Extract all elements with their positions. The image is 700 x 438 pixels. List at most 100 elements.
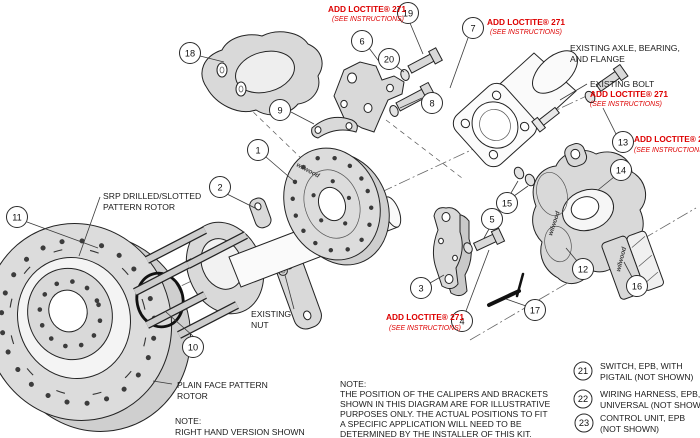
svg-text:14: 14 [616, 165, 626, 175]
epb-caliper [201, 31, 323, 116]
parking-brake-bracket [333, 61, 405, 133]
callout-18: 18 [179, 42, 201, 64]
washer-13 [584, 90, 596, 104]
callout-13: 13 [612, 131, 634, 153]
existing-bolt-part [531, 106, 561, 133]
rotor-hat [283, 147, 390, 266]
plain-rotor-label: PLAIN FACE PATTERN ROTOR [177, 380, 268, 401]
callout-12: 12 [572, 258, 594, 280]
leader-lines [26, 22, 633, 385]
drilled-slotted-rotor [0, 223, 192, 432]
axle-bracket-ear [249, 197, 272, 229]
svg-text:RIGHT HAND VERSION SHOWN: RIGHT HAND VERSION SHOWN [175, 427, 305, 437]
svg-text:CONTROL UNIT, EPB: CONTROL UNIT, EPB [600, 413, 685, 423]
epb-legend-item-21: 21 SWITCH, EPB, WITH PIGTAIL (NOT SHOWN) [573, 361, 694, 382]
svg-text:17: 17 [530, 305, 540, 315]
bolt-19 [407, 47, 443, 74]
svg-text:4: 4 [459, 316, 464, 326]
loctite-note-caliper-bolt: ADD LOCTITE® 271 (SEE INSTRUCTIONS) [634, 134, 700, 154]
loctite-note-bottom-center: ADD LOCTITE® 271 (SEE INSTRUCTIONS) [386, 312, 464, 332]
allen-wrench [487, 272, 525, 307]
existing-nut-label: EXISTING NUT [251, 309, 291, 330]
svg-text:NOTE:: NOTE: [175, 416, 201, 426]
svg-text:ADD LOCTITE® 271: ADD LOCTITE® 271 [328, 4, 406, 14]
bolt-5 [472, 227, 506, 252]
svg-text:(SEE INSTRUCTIONS): (SEE INSTRUCTIONS) [634, 147, 700, 154]
svg-text:18: 18 [185, 48, 195, 58]
callout-8: 8 [421, 92, 443, 114]
svg-text:THE POSITION OF THE CALIPERS A: THE POSITION OF THE CALIPERS AND BRACKET… [340, 389, 548, 399]
svg-text:WIRING HARNESS, EPB,: WIRING HARNESS, EPB, [600, 389, 700, 399]
svg-text:(SEE INSTRUCTIONS): (SEE INSTRUCTIONS) [590, 101, 662, 108]
svg-text:ADD LOCTITE® 271: ADD LOCTITE® 271 [634, 134, 700, 144]
callout-16: 16 [626, 275, 648, 297]
svg-text:AND FLANGE: AND FLANGE [570, 54, 625, 64]
bolt-13 [595, 63, 629, 93]
svg-text:ADD LOCTITE® 271: ADD LOCTITE® 271 [590, 89, 668, 99]
svg-text:ADD LOCTITE® 271: ADD LOCTITE® 271 [487, 17, 565, 27]
svg-text:PURPOSES ONLY. THE ACTUAL POS: PURPOSES ONLY. THE ACTUAL POSITIONS TO F… [340, 409, 548, 419]
callout-4: 4 [451, 310, 473, 332]
svg-text:11: 11 [12, 212, 22, 222]
callout-19: 19 [397, 2, 419, 24]
svg-text:(SEE INSTRUCTIONS): (SEE INSTRUCTIONS) [389, 325, 461, 332]
existing-bolt-label: EXISTING BOLT [590, 79, 655, 89]
svg-text:SWITCH, EPB, WITH: SWITCH, EPB, WITH [600, 361, 683, 371]
svg-text:UNIVERSAL (NOT SHOWN): UNIVERSAL (NOT SHOWN) [600, 400, 700, 410]
svg-text:SHOWN IN THIS DIAGRAM ARE FOR: SHOWN IN THIS DIAGRAM ARE FOR ILLUSTRATI… [340, 399, 551, 409]
curved-spacer-bracket [311, 116, 358, 139]
position-note: NOTE: THE POSITION OF THE CALIPERS AND B… [340, 379, 551, 438]
svg-text:ADD LOCTITE® 271: ADD LOCTITE® 271 [386, 312, 464, 322]
svg-text:22: 22 [578, 394, 588, 404]
wheel-studs [133, 226, 248, 339]
svg-text:15: 15 [502, 198, 512, 208]
o-ring [135, 271, 185, 329]
svg-text:1: 1 [255, 145, 260, 155]
svg-text:ROTOR: ROTOR [177, 391, 208, 401]
callout-14: 14 [610, 159, 632, 181]
svg-text:(SEE INSTRUCTIONS): (SEE INSTRUCTIONS) [332, 16, 404, 23]
svg-text:NOTE:: NOTE: [340, 379, 366, 389]
washer-15a [513, 166, 525, 180]
svg-text:EXISTING: EXISTING [251, 309, 291, 319]
loctite-note-axle: ADD LOCTITE® 271 (SEE INSTRUCTIONS) [487, 17, 565, 36]
epb-legend-item-22: 22 WIRING HARNESS, EPB, UNIVERSAL (NOT S… [573, 389, 700, 410]
callout-10: 10 [182, 336, 204, 358]
svg-text:5: 5 [489, 214, 494, 224]
callout-9: 9 [269, 99, 291, 121]
callout-2: 2 [209, 176, 231, 198]
axle-housing [452, 50, 578, 168]
callout-6: 6 [351, 30, 373, 52]
callout-15: 15 [496, 192, 518, 214]
epb-legend-item-23: 23 CONTROL UNIT, EPB (NOT SHOWN) [574, 413, 685, 434]
right-hand-note: NOTE: RIGHT HAND VERSION SHOWN [175, 416, 305, 437]
svg-text:NUT: NUT [251, 320, 269, 330]
svg-text:8: 8 [429, 98, 434, 108]
svg-text:EXISTING AXLE, BEARING,: EXISTING AXLE, BEARING, [570, 43, 680, 53]
washer-20a [400, 69, 410, 81]
svg-text:SRP DRILLED/SLOTTED: SRP DRILLED/SLOTTED [103, 191, 201, 201]
washer-15b [524, 173, 536, 187]
svg-text:DETERMINED BY THE INSTALLER OF: DETERMINED BY THE INSTALLER OF THIS KIT. [340, 429, 532, 438]
existing-axle-label: EXISTING AXLE, BEARING, AND FLANGE [570, 43, 680, 64]
svg-text:12: 12 [578, 264, 588, 274]
svg-text:19: 19 [403, 8, 413, 18]
callout-17: 17 [524, 299, 546, 321]
svg-text:A SPECIFIC APPLICATION WILL NE: A SPECIFIC APPLICATION WILL NEED TO BE [340, 419, 522, 429]
callout-1: 1 [247, 139, 269, 161]
callout-7: 7 [462, 17, 484, 39]
washer-5 [463, 242, 473, 254]
svg-text:20: 20 [384, 54, 394, 64]
svg-text:21: 21 [578, 366, 588, 376]
caliper-mount-bracket [432, 207, 472, 297]
svg-text:2: 2 [217, 182, 222, 192]
svg-text:(NOT SHOWN): (NOT SHOWN) [600, 424, 659, 434]
callout-3: 3 [410, 277, 432, 299]
dashed-guide-1 [246, 105, 304, 161]
svg-text:6: 6 [359, 36, 364, 46]
callout-11: 11 [6, 206, 28, 228]
svg-text:(SEE INSTRUCTIONS): (SEE INSTRUCTIONS) [490, 29, 562, 36]
svg-text:9: 9 [277, 105, 282, 115]
